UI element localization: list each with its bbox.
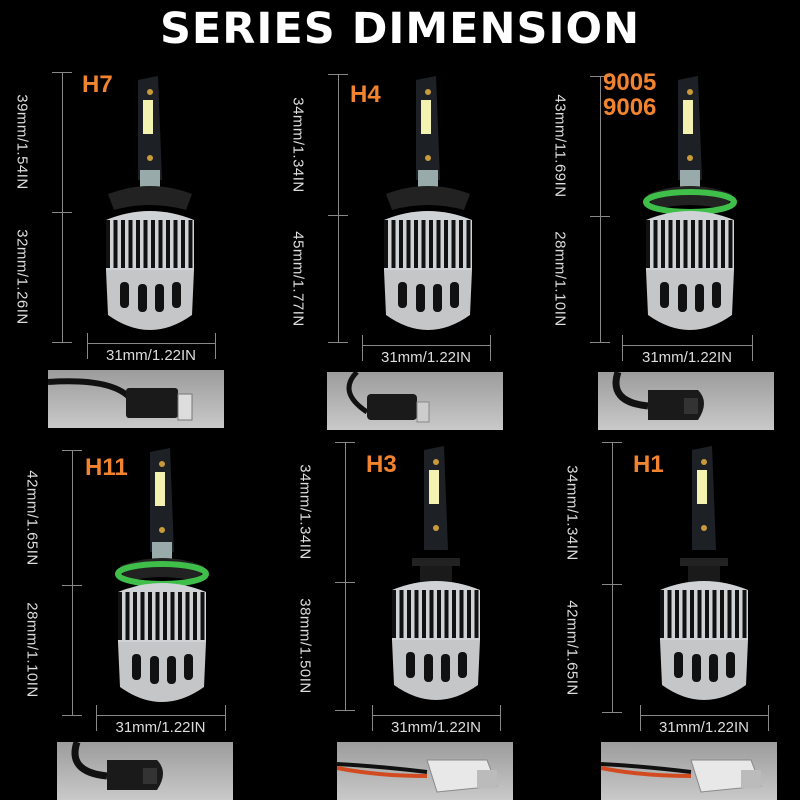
page-title: SERIES DIMENSION [159,4,641,54]
dimension-tick [328,215,348,216]
dimension-tick [62,715,82,716]
dimension-tick [225,705,226,731]
width-label: 31mm/1.22IN [380,349,472,366]
dimension-tick [96,705,97,731]
dimension-tick [590,76,610,77]
dimension-tick [328,342,348,343]
bottom-height-label: 42mm/1.65IN [563,600,581,696]
connector-image [601,742,777,800]
dimension-tick [62,585,82,586]
width-label: 31mm/1.22IN [658,719,750,736]
connector-image [337,742,513,800]
bottom-height-label: 28mm/1.10IN [23,602,41,698]
bottom-height-label: 38mm/1.50IN [296,598,314,694]
dimension-tick [590,342,610,343]
dimension-tick [335,710,355,711]
height-dimension-line [345,442,346,710]
width-label: 31mm/1.22IN [105,347,197,364]
dimension-tick [335,442,355,443]
width-label: 31mm/1.22IN [390,719,482,736]
connector-image [598,372,774,430]
dimension-tick [500,705,501,731]
model-name: H1 [633,451,664,478]
model-label: H11 [85,455,128,480]
height-dimension-line [62,72,63,342]
model-name: 9005 [603,69,657,96]
dimension-tick [215,333,216,359]
model-name: H4 [350,81,381,108]
led-bulb-image [100,442,224,717]
connector-image [57,742,233,800]
width-label: 31mm/1.22IN [641,349,733,366]
dimension-tick [768,705,769,731]
led-bulb-image [366,70,490,345]
model-label: H7 [82,72,113,97]
dimension-tick [62,450,82,451]
top-height-label: 43mm/11.69IN [551,94,569,198]
dimension-tick [590,216,610,217]
top-height-label: 34mm/1.34IN [563,465,581,561]
dimension-tick [752,335,753,361]
dimension-tick [640,705,641,731]
model-label: H1 [633,452,664,477]
dimension-tick [335,582,355,583]
top-height-label: 42mm/1.65IN [23,469,41,566]
connector-image [48,370,224,428]
top-height-label: 39mm/1.54IN [13,94,31,190]
height-dimension-line [600,76,601,342]
model-name: H11 [85,454,128,481]
model-name: 9006 [603,94,657,121]
height-dimension-line [612,442,613,712]
height-dimension-line [338,74,339,342]
dimension-tick [328,74,348,75]
width-label: 31mm/1.22IN [115,719,206,736]
width-dimension-line [96,715,225,716]
led-bulb-image [88,70,212,345]
model-name: H7 [82,71,113,98]
dimension-tick [52,72,72,73]
model-label: H4 [350,82,381,107]
width-dimension-line [87,343,215,344]
dimension-tick [52,212,72,213]
height-dimension-line [72,450,73,715]
width-dimension-line [372,715,500,716]
top-height-label: 34mm/1.34IN [289,96,307,193]
width-dimension-line [640,715,768,716]
dimension-tick [372,705,373,731]
dimension-tick [490,335,491,361]
model-label: H3 [366,452,397,477]
width-dimension-line [362,345,490,346]
bottom-height-label: 28mm/1.10IN [551,231,569,327]
dimension-tick [52,342,72,343]
led-bulb-image [642,440,766,715]
width-dimension-line [622,345,752,346]
dimension-tick [602,712,622,713]
dimension-tick [362,335,363,361]
top-height-label: 34mm/1.34IN [296,464,314,560]
dimension-tick [602,584,622,585]
bottom-height-label: 45mm/1.77IN [289,230,307,327]
led-bulb-image [628,70,752,345]
bottom-height-label: 32mm/1.26IN [13,229,31,325]
dimension-tick [622,335,623,361]
dimension-tick [87,333,88,359]
connector-image [327,372,503,430]
led-bulb-image [374,440,498,715]
model-name: H3 [366,451,397,478]
dimension-tick [602,442,622,443]
